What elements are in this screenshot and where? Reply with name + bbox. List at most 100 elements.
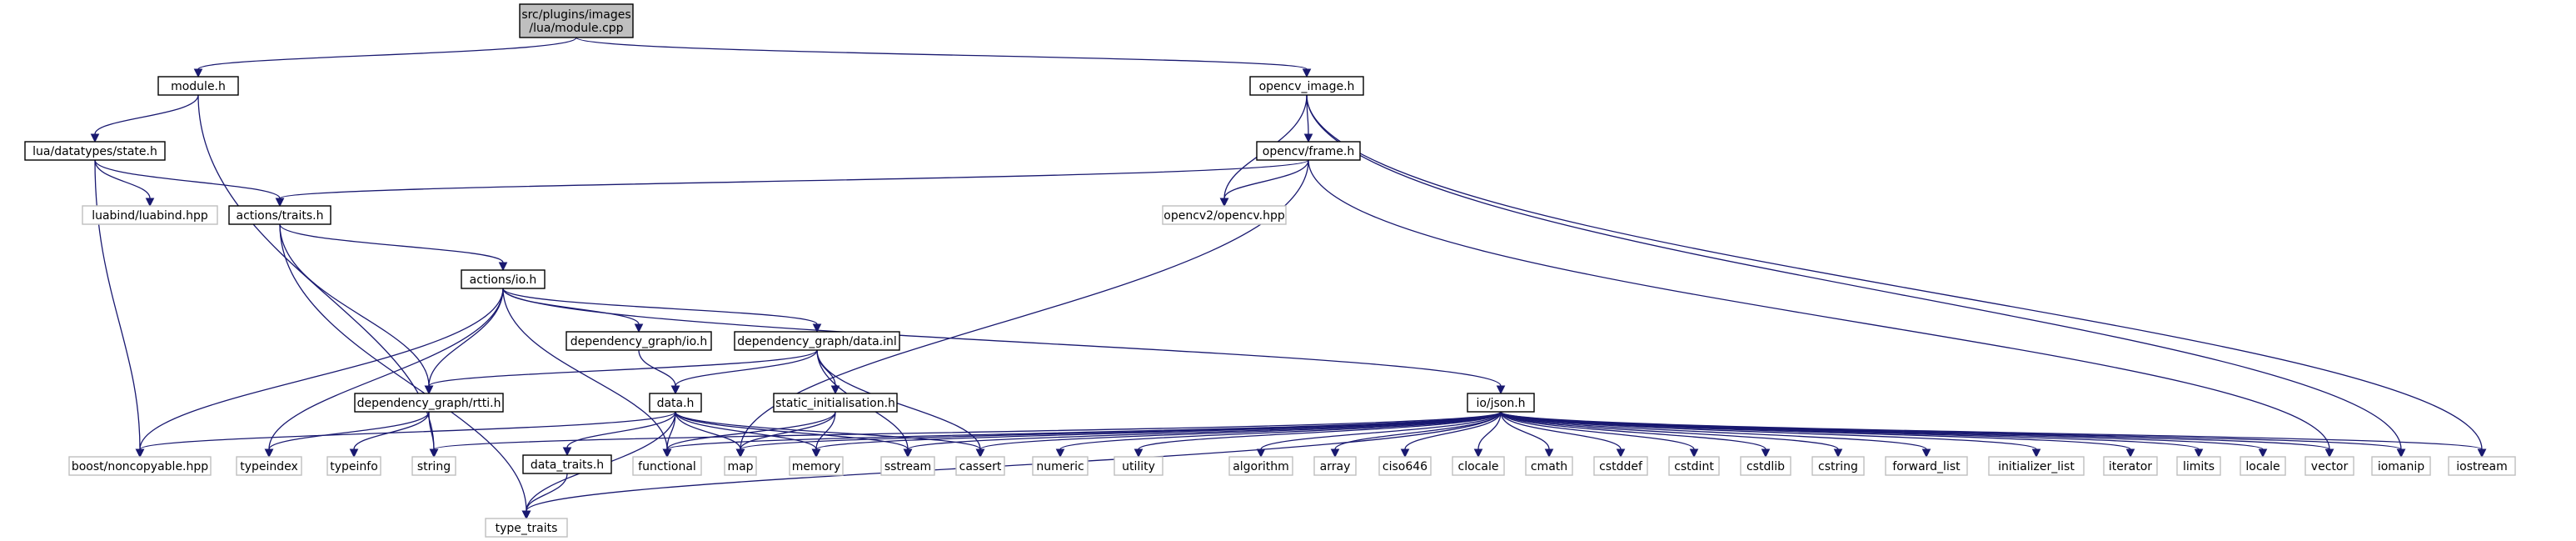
edge-arrowhead xyxy=(349,448,359,458)
edge-line xyxy=(502,288,818,325)
edge-arrowhead xyxy=(1330,448,1340,458)
edge-line xyxy=(428,349,818,387)
edge-io-json-h-to-iostream xyxy=(1500,411,2487,458)
node-label: actions/io.h xyxy=(470,273,537,287)
node-label: iomanip xyxy=(2378,460,2424,473)
edge-io-json-h-to-cstdlib xyxy=(1500,411,1771,458)
edge-arrowhead xyxy=(1496,385,1506,395)
node-cmath: cmath xyxy=(1525,456,1573,476)
node-label: cstddef xyxy=(1599,460,1643,473)
node-box xyxy=(522,454,612,474)
node-box xyxy=(789,456,844,476)
node-box xyxy=(566,331,712,351)
node-opencv2-opencv-hpp: opencv2/opencv.hpp xyxy=(1162,205,1287,225)
edge-io-json-h-to-memory xyxy=(811,411,1502,458)
node-limits: limits xyxy=(2176,456,2221,476)
node-cstdint: cstdint xyxy=(1668,456,1720,476)
edge-arrowhead xyxy=(1400,448,1410,458)
node-label: luabind/luabind.hpp xyxy=(92,209,208,223)
edge-src-plugins-images-lua-module-cpp-to-opencv-image-h xyxy=(575,37,1312,78)
edge-data-h-to-data-traits-h xyxy=(562,411,676,457)
node-label: actions/traits.h xyxy=(237,209,324,223)
node-ciso646: ciso646 xyxy=(1378,456,1432,476)
edge-line xyxy=(666,411,676,450)
node-static-initialisation-h[interactable]: static_initialisation.h xyxy=(773,393,898,413)
node-sstream: sstream xyxy=(880,456,935,476)
edge-io-json-h-to-ciso646 xyxy=(1400,411,1502,458)
node-label: cstdint xyxy=(1674,460,1714,473)
edge-line xyxy=(1500,411,1766,450)
node-forward-list: forward_list xyxy=(1885,456,1968,476)
node-label: io/json.h xyxy=(1476,397,1525,410)
edge-io-json-h-to-cstddef xyxy=(1500,411,1626,458)
node-data-traits-h[interactable]: data_traits.h xyxy=(522,454,612,474)
node-functional: functional xyxy=(632,456,702,476)
edge-line xyxy=(815,411,1502,450)
node-string: string xyxy=(411,456,456,476)
edge-line xyxy=(1306,94,2483,450)
edge-arrowhead xyxy=(145,198,155,208)
node-dependency-graph-rtti-h[interactable]: dependency_graph/rtti.h xyxy=(354,393,504,413)
node-box xyxy=(632,456,702,476)
node-io-json-h[interactable]: io/json.h xyxy=(1467,393,1535,413)
edge-line xyxy=(1308,159,2330,450)
node-label: dependency_graph/data.inl xyxy=(737,335,897,348)
edge-arrowhead xyxy=(498,262,508,272)
edge-line xyxy=(279,223,430,387)
edge-line xyxy=(502,288,1502,387)
node-dependency-graph-io-h[interactable]: dependency_graph/io.h xyxy=(566,331,712,351)
edge-arrowhead xyxy=(275,198,285,208)
node-label: boost/noncopyable.hpp xyxy=(72,460,208,473)
edge-arrowhead xyxy=(662,448,672,458)
node-label: initializer_list xyxy=(1998,460,2075,473)
node-typeindex: typeindex xyxy=(236,456,302,476)
edge-arrowhead xyxy=(903,448,913,458)
node-data-h[interactable]: data.h xyxy=(649,393,702,413)
node-clocale: clocale xyxy=(1452,456,1505,476)
node-cassert: cassert xyxy=(955,456,1005,476)
edge-arrowhead xyxy=(193,68,203,78)
node-box xyxy=(1114,456,1163,476)
node-label: array xyxy=(1320,460,1351,473)
node-algorithm: algorithm xyxy=(1228,456,1293,476)
node-label: module.h xyxy=(171,80,226,93)
node-actions-io-h[interactable]: actions/io.h xyxy=(461,269,546,289)
node-dependency-graph-data-inl[interactable]: dependency_graph/data.inl xyxy=(734,331,900,351)
node-iomanip: iomanip xyxy=(2371,456,2431,476)
edge-opencv-frame-h-to-opencv2-opencv-hpp xyxy=(1219,159,1309,208)
node-label: cmath xyxy=(1531,460,1567,473)
edge-actions-io-h-to-dependency-graph-data-inl xyxy=(502,288,822,333)
edge-arrowhead xyxy=(2258,448,2268,458)
node-label: opencv/frame.h xyxy=(1263,145,1354,158)
edge-io-json-h-to-string xyxy=(429,411,1502,458)
node-actions-traits-h[interactable]: actions/traits.h xyxy=(228,205,331,225)
node-src-plugins-images-lua-module-cpp[interactable]: src/plugins/images/lua/module.cpp xyxy=(519,3,634,38)
edge-line xyxy=(279,159,1309,199)
node-opencv-image-h[interactable]: opencv_image.h xyxy=(1249,76,1364,96)
edge-arrowhead xyxy=(1833,448,1843,458)
node-array: array xyxy=(1313,456,1357,476)
node-box xyxy=(1668,456,1720,476)
node-opencv-frame-h[interactable]: opencv/frame.h xyxy=(1256,141,1361,161)
edge-line xyxy=(94,94,199,135)
node-utility: utility xyxy=(1114,456,1163,476)
edge-io-json-h-to-initializer-list xyxy=(1500,411,2041,458)
edge-arrowhead xyxy=(2194,448,2204,458)
node-box xyxy=(228,205,331,225)
node-label: opencv_image.h xyxy=(1259,80,1355,93)
edge-src-plugins-images-lua-module-cpp-to-module-h xyxy=(193,37,577,78)
node-box xyxy=(24,141,166,161)
node-box xyxy=(68,456,212,476)
node-lua-datatypes-state-h[interactable]: lua/datatypes/state.h xyxy=(24,141,166,161)
node-label: clocale xyxy=(1458,460,1499,473)
edge-io-json-h-to-cstdint xyxy=(1500,411,1699,458)
node-box xyxy=(82,205,218,225)
node-box xyxy=(2371,456,2431,476)
node-label: typeindex xyxy=(240,460,298,473)
node-module-h[interactable]: module.h xyxy=(157,76,239,96)
edge-arrowhead xyxy=(1302,68,1312,78)
node-box xyxy=(1228,456,1293,476)
edge-io-json-h-to-cassert xyxy=(975,411,1502,458)
node-label: sstream xyxy=(884,460,931,473)
